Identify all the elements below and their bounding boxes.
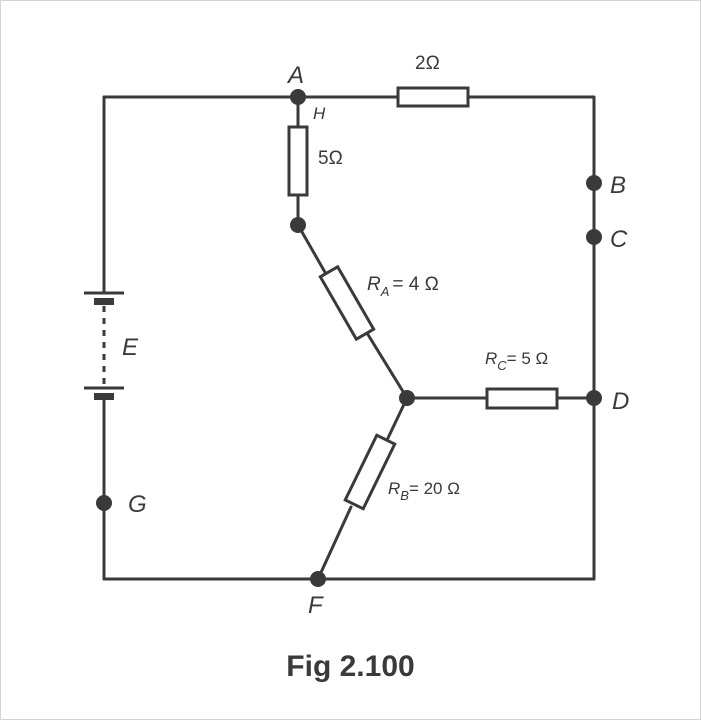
node-label-f: F xyxy=(308,592,324,619)
node-label-d: D xyxy=(612,388,629,415)
node-label-b: B xyxy=(610,172,626,199)
junction-g xyxy=(96,495,112,511)
resistor-rb xyxy=(343,433,397,511)
resistor-5ohm-vertical xyxy=(287,125,309,197)
resistor-label-2ohm: 2Ω xyxy=(415,53,440,74)
resistor-2ohm xyxy=(396,86,470,108)
junction-c xyxy=(586,229,602,245)
node-label-h: H xyxy=(313,104,326,123)
resistor-rc xyxy=(485,387,559,410)
wire-ra-upper xyxy=(296,223,328,276)
junction-f xyxy=(310,571,326,587)
battery-e xyxy=(84,291,124,400)
junction-a xyxy=(290,89,306,105)
node-label-e: E xyxy=(122,334,139,361)
wire-ra-lower xyxy=(365,331,409,400)
node-label-g: G xyxy=(128,491,147,518)
resistor-label-rc: RC= 5 Ω xyxy=(485,349,548,373)
junction-d xyxy=(586,390,602,406)
resistor-ra xyxy=(318,264,376,342)
figure-caption: Fig 2.100 xyxy=(286,650,415,683)
resistor-label-5ohm: 5Ω xyxy=(318,148,343,169)
circuit-diagram: A H B C D E F G 2Ω 5Ω RA= 4 Ω RC= 5 Ω RB… xyxy=(84,53,629,619)
junction-center xyxy=(399,390,415,406)
node-label-a: A xyxy=(286,62,304,89)
junction-5ohm-lower xyxy=(290,217,306,233)
node-label-c: C xyxy=(610,226,628,253)
junction-b xyxy=(586,175,602,191)
wire-rb-lower xyxy=(316,505,353,581)
resistor-label-ra: RA= 4 Ω xyxy=(367,274,439,299)
resistor-label-rb: RB= 20 Ω xyxy=(388,479,460,503)
